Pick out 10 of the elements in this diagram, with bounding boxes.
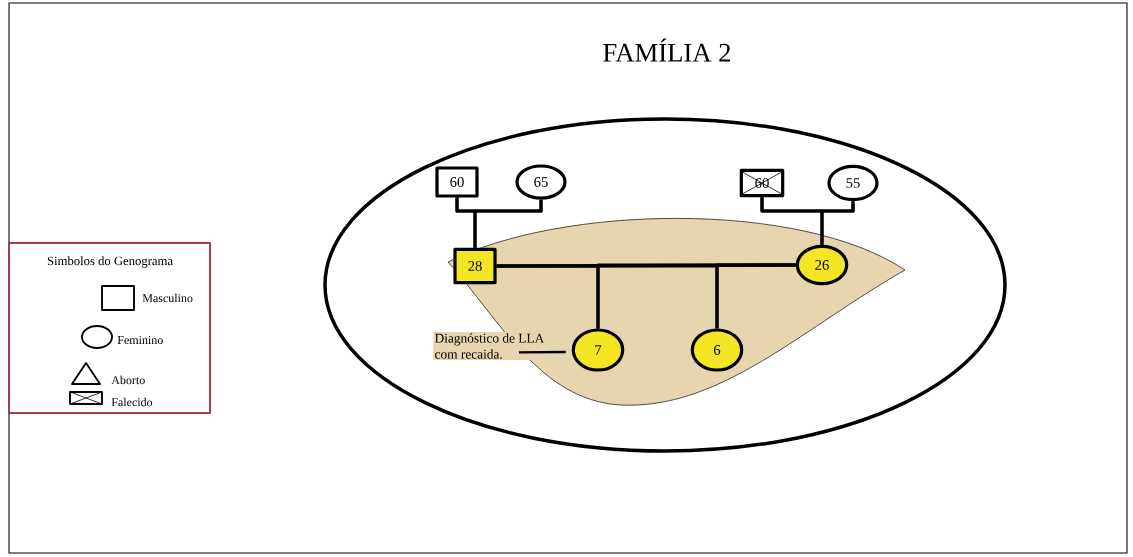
legend-label: Masculino bbox=[142, 293, 193, 303]
legend-label: Feminino bbox=[117, 335, 163, 345]
family-line bbox=[473, 199, 543, 248]
leader-line bbox=[519, 350, 566, 354]
family-line bbox=[715, 263, 796, 329]
legend-label: Aborto bbox=[111, 375, 145, 385]
family-line bbox=[820, 201, 855, 245]
legend-label: Falecido bbox=[111, 397, 153, 407]
title: FAMÍLIA 2 bbox=[603, 38, 731, 62]
annotation-text: Diagnóstico de LLA com recaida. bbox=[433, 331, 554, 361]
